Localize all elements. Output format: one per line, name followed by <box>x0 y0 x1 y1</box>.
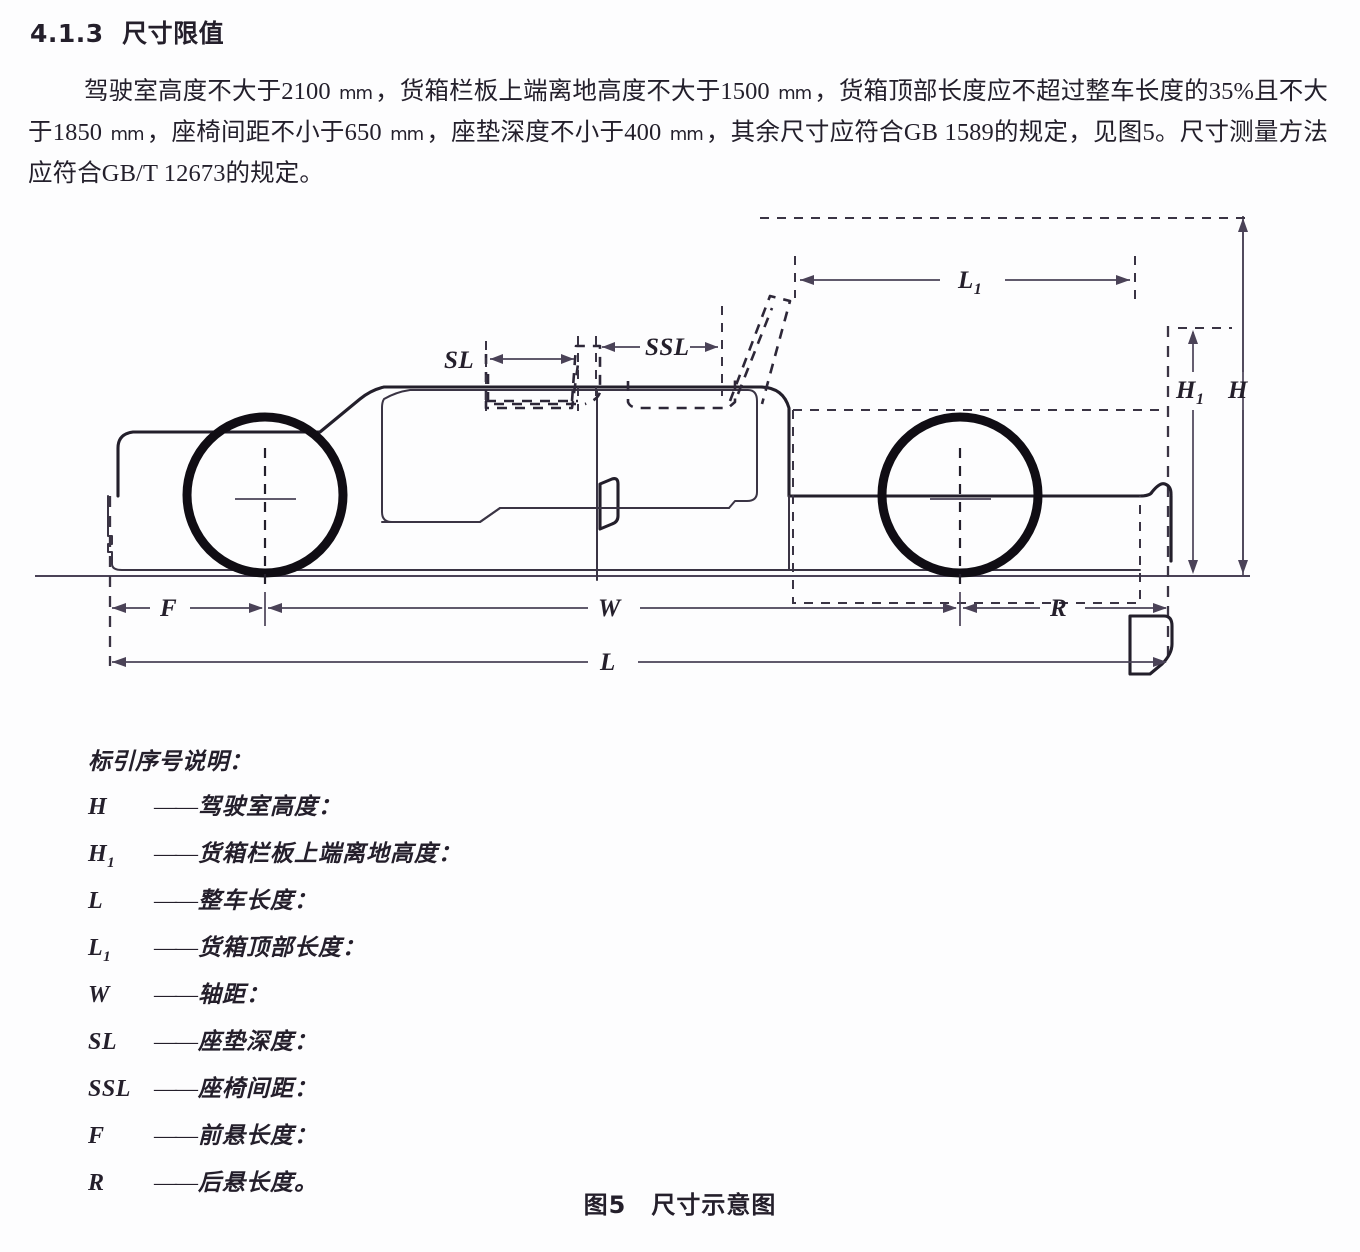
legend-dash: —— <box>154 1076 198 1101</box>
figure-caption: 图5 尺寸示意图 <box>583 1191 777 1219</box>
rocker-sill-line <box>107 495 1141 571</box>
paragraph-segment-2: ，货箱栏板上端离地高度不大于1500 <box>375 78 777 105</box>
legend-symbol: SSL <box>88 1076 131 1102</box>
unit-mm: mm <box>110 124 145 145</box>
rear-wheel <box>877 412 1043 578</box>
legend-item: W ——轴距： <box>88 975 648 1022</box>
legend-description: 货箱顶部长度： <box>198 935 366 960</box>
rear-bumper <box>1128 614 1174 676</box>
dimension-L: L <box>112 649 1167 676</box>
dimension-label-H: H <box>1227 377 1249 404</box>
legend-dash: —— <box>154 1029 198 1054</box>
front-seat-cushion <box>486 374 578 406</box>
legend-description: 座椅间距： <box>198 1076 318 1101</box>
legend-description: 前悬长度： <box>198 1123 318 1148</box>
rear-seat-cushion <box>626 378 737 410</box>
legend-item: L1 ——货箱顶部长度： <box>88 928 648 975</box>
unit-mm: mm <box>669 124 704 145</box>
rear-seat-back <box>728 294 792 405</box>
legend-item: H1 ——货箱栏板上端离地高度： <box>88 834 648 881</box>
legend-symbol: H1 <box>88 841 116 871</box>
rear-seat-back-inner <box>736 307 774 395</box>
dimension-label-SSL: SSL <box>645 334 690 361</box>
dimension-label-R: R <box>1049 595 1067 622</box>
dimension-H1: H1 <box>1175 327 1232 574</box>
unit-mm: mm <box>390 124 424 145</box>
legend-symbol: SL <box>88 1029 118 1055</box>
front-seat-back <box>570 344 602 406</box>
dimension-label-L1: L1 <box>957 267 982 298</box>
dimension-label-SL: SL <box>444 347 474 374</box>
unit-mm: mm <box>338 83 373 104</box>
legend-description: 货箱栏板上端离地高度： <box>198 841 462 866</box>
legend-symbol: F <box>88 1123 105 1149</box>
truck-body-outline <box>116 385 1173 563</box>
dimension-H: H <box>760 217 1250 574</box>
legend-description: 轴距： <box>198 982 270 1007</box>
window-outline <box>381 389 758 523</box>
dimension-label-L: L <box>599 649 616 676</box>
legend-symbol: R <box>88 1170 105 1196</box>
legend-dash: —— <box>154 841 198 866</box>
dimension-label-H1: H1 <box>1175 377 1204 408</box>
legend-dash: —— <box>154 982 198 1007</box>
legend-description: 驾驶室高度： <box>198 794 342 819</box>
legend-dash: —— <box>154 794 198 819</box>
paragraph-text: 驾驶室高度不大于2100 mm，货箱栏板上端离地高度不大于1500 mm，货箱顶… <box>28 78 1328 187</box>
legend-symbol: H <box>88 794 108 820</box>
legend-symbol: W <box>88 982 110 1008</box>
dimension-SSL: SSL <box>595 306 723 396</box>
beltline <box>381 507 730 523</box>
paragraph-segment-10: ，其余尺寸应符合GB 1589的规定，见图5。尺寸测量方法应符合GB/T 126… <box>28 119 1329 187</box>
paragraph-segment-8: ，座垫深度不小于400 <box>426 119 668 146</box>
legend-item: L ——整车长度： <box>88 881 648 928</box>
legend-dash: —— <box>154 1123 198 1148</box>
legend-dash: —— <box>154 888 198 913</box>
figure-legend: 标引序号说明： H——驾驶室高度：H1——货箱栏板上端离地高度：L——整车长度：… <box>88 742 648 1210</box>
section-heading: 4.1.3 尺寸限值 <box>30 19 225 48</box>
legend-item: F ——前悬长度： <box>88 1116 648 1163</box>
dimension-F: F <box>112 595 263 622</box>
legend-symbol: L <box>88 888 104 914</box>
dimension-W: W <box>268 595 957 622</box>
dimension-label-F: F <box>159 595 177 622</box>
legend-title: 标引序号说明： <box>88 749 253 774</box>
dimension-R: R <box>963 595 1167 622</box>
section-body-paragraph: 驾驶室高度不大于2100 mm，货箱栏板上端离地高度不大于1500 mm，货箱顶… <box>28 72 1328 193</box>
legend-item: R ——后悬长度。 <box>88 1163 648 1210</box>
front-wheel <box>182 412 348 578</box>
paragraph-segment-0: 驾驶室高度不大于2100 <box>84 78 337 105</box>
legend-dash: —— <box>154 935 198 960</box>
legend-description: 座垫深度： <box>198 1029 318 1054</box>
legend-symbol-subscript: 1 <box>107 854 116 871</box>
legend-symbol-subscript: 1 <box>103 948 112 965</box>
legend-item: SSL ——座椅间距： <box>88 1069 648 1116</box>
legend-item: H ——驾驶室高度： <box>88 787 648 834</box>
legend-item: SL ——座垫深度： <box>88 1022 648 1069</box>
unit-mm: mm <box>778 83 812 104</box>
legend-symbol: L1 <box>88 935 112 965</box>
paragraph-segment-4: ，货箱顶部长度应不超过整车长度的35%且不大于1850 <box>28 78 1328 146</box>
dimension-L1: L1 <box>794 256 1136 306</box>
figure-dimension-diagram: L1 H1 H <box>0 196 1360 706</box>
legend-dash: —— <box>154 1170 198 1195</box>
legend-description: 后悬长度。 <box>198 1170 318 1195</box>
dimension-SL: SL <box>444 336 579 411</box>
paragraph-segment-6: ，座椅间距不小于650 <box>146 119 389 146</box>
legend-description: 整车长度： <box>198 888 318 913</box>
dimension-label-W: W <box>598 595 622 622</box>
door-handle <box>598 477 620 531</box>
